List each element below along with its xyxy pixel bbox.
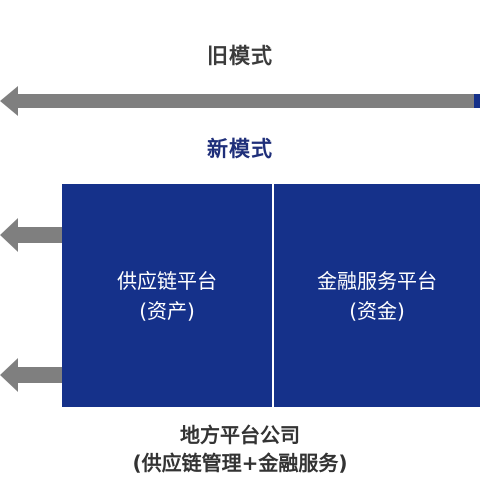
financial-platform-sub: (资金) — [349, 298, 405, 323]
left-arrow-icon — [0, 358, 62, 392]
financial-platform-name: 金融服务平台 — [317, 268, 437, 293]
supply-chain-platform-sub: (资产) — [139, 298, 195, 323]
caption-line-1: 地方平台公司 — [180, 423, 300, 447]
supply-chain-platform-name: 供应链平台 — [117, 268, 217, 293]
left-arrow-icon — [0, 218, 62, 252]
old-mode-title: 旧模式 — [207, 44, 273, 68]
caption-line-2: (供应链管理+金融服务) — [132, 451, 348, 475]
financial-platform-box: 金融服务平台 (资金) — [274, 184, 480, 407]
supply-chain-platform-box: 供应链平台 (资产) — [62, 184, 272, 407]
new-mode-title: 新模式 — [207, 137, 273, 161]
long-left-arrow-icon — [0, 86, 480, 116]
